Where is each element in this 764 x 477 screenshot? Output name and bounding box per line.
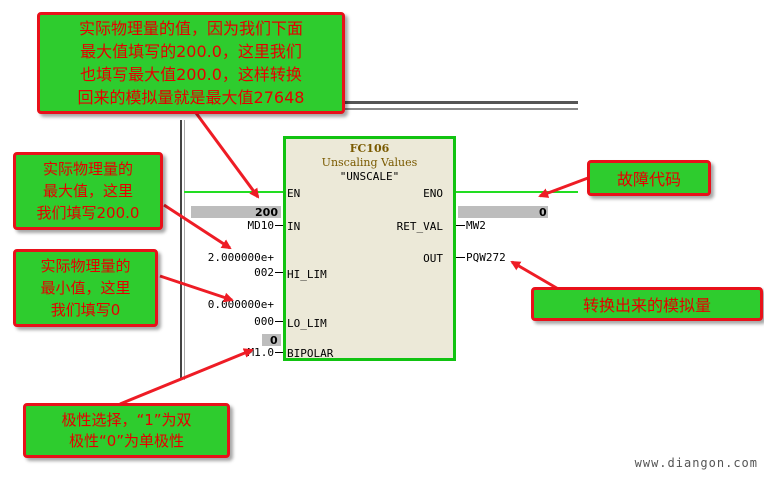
lo-lim-stub [275,321,283,322]
left-rail [180,120,182,380]
pin-lo-lim: LO_LIM [287,317,327,330]
callout-polarity-line-2: 极性“0”为单极性 [68,431,185,450]
top-rail-dark [180,101,578,104]
callout-max-line-2: 最大值，这里 [42,182,133,200]
arrow-top-to-en [194,112,260,199]
callout-top-line-4: 回来的模拟量就是最大值27648 [77,88,305,107]
lo-lim-exponent: 000 [254,315,274,328]
left-rail-shadow [184,120,185,380]
power-flow-in [184,191,284,193]
in-value: 200 [255,206,278,219]
callout-min: 实际物理量的 最小值，这里 我们填写0 [13,249,158,327]
ret-val-address[interactable]: MW2 [466,219,486,232]
bipolar-stub [275,352,283,353]
callout-min-line-1: 实际物理量的 [40,257,131,275]
block-name: "UNSCALE" [339,170,400,183]
callout-analog: 转换出来的模拟量 [531,287,763,321]
callout-min-line-2: 最小值，这里 [40,279,131,297]
callout-max: 实际物理量的 最大值，这里 我们填写200.0 [13,152,163,230]
out-address[interactable]: PQW272 [466,251,506,264]
in-address[interactable]: MD10 [247,219,275,232]
power-flow-out [456,191,578,193]
fc106-block[interactable]: FC106 Unscaling Values "UNSCALE" EN ENO … [283,136,456,361]
block-subtitle: Unscaling Values [321,156,418,169]
bipolar-status-bar [262,334,281,346]
pin-hi-lim: HI_LIM [287,268,327,281]
callout-top-line-3: 也填写最大值200.0，这样转换 [80,65,302,84]
bipolar-address[interactable]: M1.0 [247,346,275,359]
callout-top-line-2: 最大值填写的200.0，这里我们 [80,42,302,61]
pin-in: IN [287,220,301,233]
callout-top-line-1: 实际物理量的值，因为我们下面 [78,19,303,38]
out-stub [456,257,465,258]
callout-fault: 故障代码 [587,160,711,196]
in-stub [275,225,283,226]
bipolar-value: 0 [270,334,278,347]
pin-out: OUT [423,252,443,265]
arrow-max-to-hi-lim [163,203,232,250]
pin-en: EN [287,187,301,200]
callout-max-line-1: 实际物理量的 [42,160,133,178]
callout-min-line-3: 我们填写0 [50,301,121,319]
callout-top: 实际物理量的值，因为我们下面 最大值填写的200.0，这里我们 也填写最大值20… [37,12,345,114]
callout-polarity-line-1: 极性选择，“1”为双 [61,410,192,429]
arrow-fault-to-ret-val [538,176,589,198]
pin-eno: ENO [423,187,443,200]
arrow-analog-to-out [510,260,561,292]
block-title: FC106 [349,142,390,155]
arrow-polarity-to-bipolar [119,348,254,406]
arrow-min-to-lo-lim [159,274,234,303]
ret-val-value: 0 [539,206,547,219]
top-rail-light [180,108,578,110]
hi-lim-value[interactable]: 2.000000e+ [207,251,274,264]
callout-fault-text: 故障代码 [616,170,681,189]
callout-max-line-3: 我们填写200.0 [36,204,140,222]
pin-ret-val: RET_VAL [396,220,443,233]
watermark: www.diangon.com [634,456,758,470]
callout-analog-text: 转换出来的模拟量 [582,296,711,315]
in-status-bar [191,206,281,218]
ret-val-status-bar [458,206,548,218]
hi-lim-exponent: 002 [254,266,274,279]
ret-val-stub [456,225,465,226]
hi-lim-stub [275,272,283,273]
pin-bipolar: BIPOLAR [287,347,334,360]
callout-polarity: 极性选择，“1”为双 极性“0”为单极性 [23,403,230,458]
